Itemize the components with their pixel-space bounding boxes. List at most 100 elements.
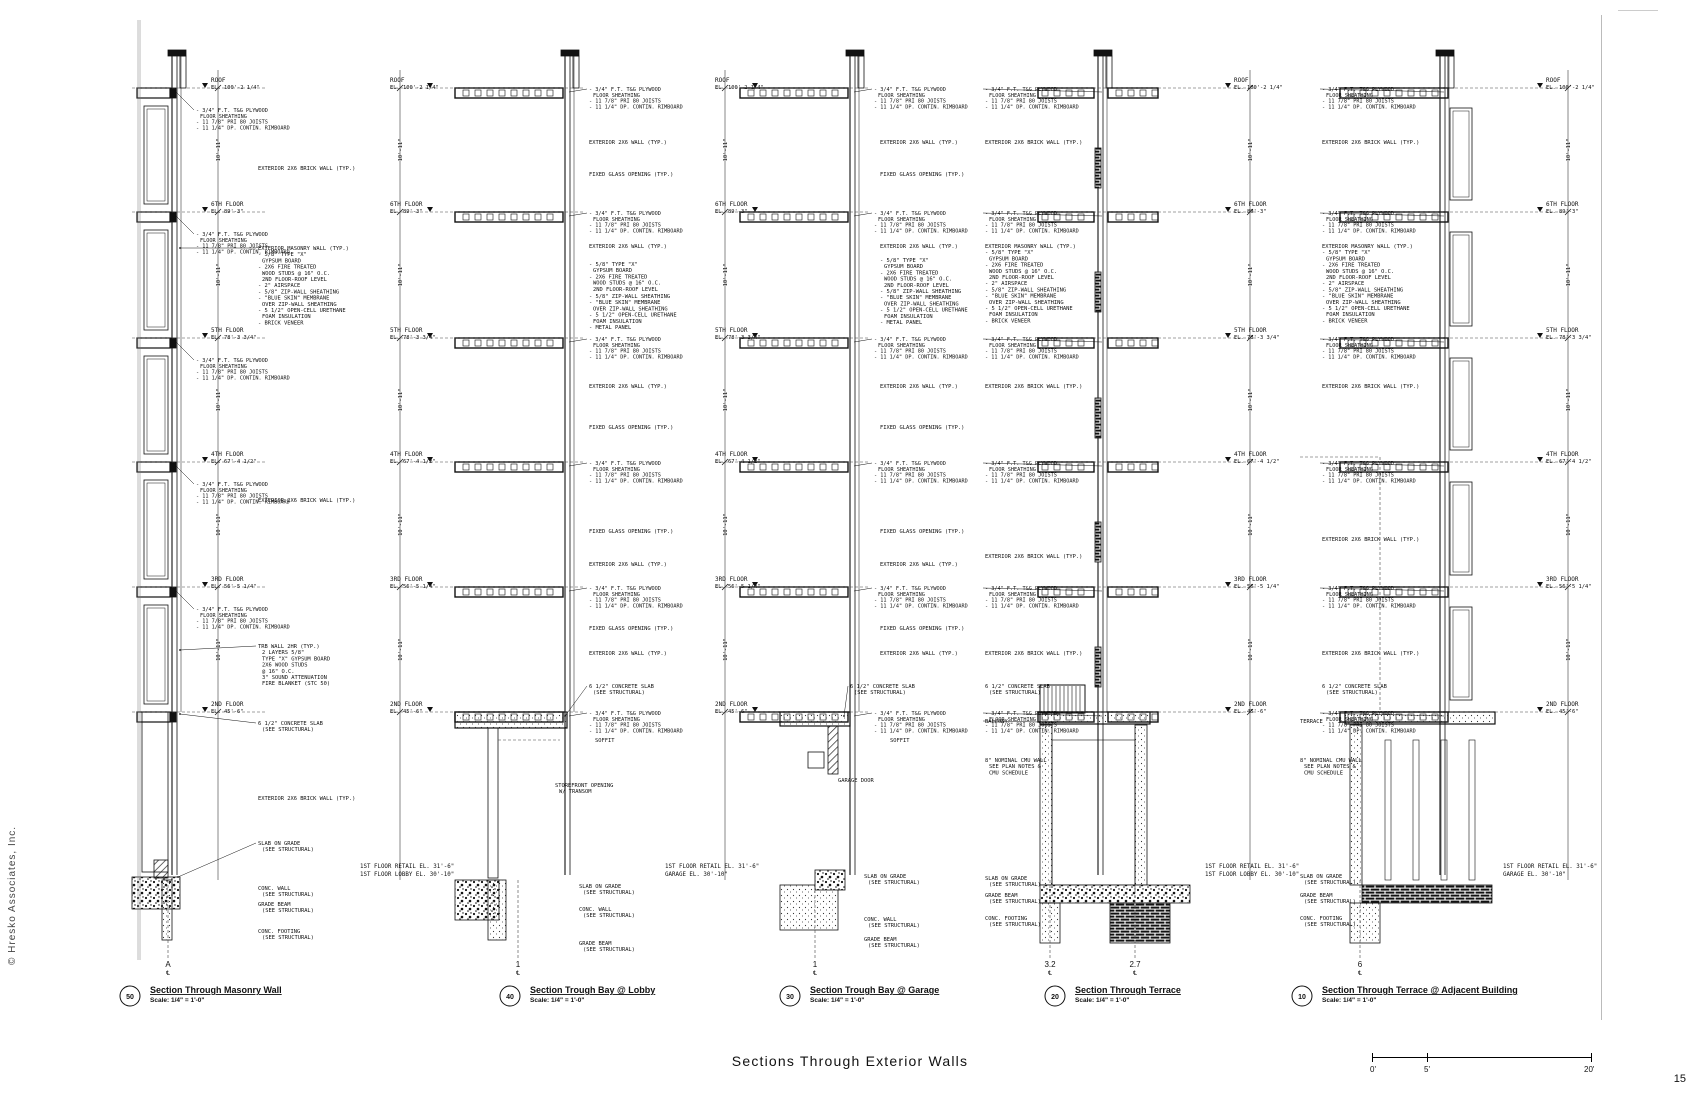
- panel-wall-note: GYPSUM BOARD: [593, 268, 632, 274]
- joist: [771, 713, 779, 721]
- level-marker: [427, 457, 433, 462]
- ext-brick-wall-note: EXTERIOR 2X6 BRICK WALL (TYP.): [1322, 384, 1419, 390]
- window-glass: [146, 607, 166, 702]
- concrete-slab-note: 6 1/2" CONCRETE SLAB: [850, 684, 915, 690]
- dimension-text: 10'-11": [216, 389, 222, 412]
- floor-assembly-note: - 3/4" F.T. T&G PLYWOOD: [1322, 586, 1394, 592]
- scale-bar-tick: [1427, 1053, 1428, 1062]
- floor-assembly-note: - 11 1/4" DP. CONTIN. RIMBOARD: [985, 228, 1079, 234]
- joist: [783, 213, 791, 221]
- joist: [486, 89, 494, 97]
- leader-line: [1319, 587, 1445, 592]
- joist: [1041, 213, 1049, 221]
- level-name: 3RD FLOOR: [715, 576, 748, 583]
- joist: [831, 89, 839, 97]
- joist: [1053, 463, 1061, 471]
- storefront-note: STOREFRONT OPENING: [555, 783, 613, 789]
- dimension-text: 10'-11": [216, 139, 222, 162]
- floor-assembly-note: FLOOR SHEATHING: [878, 717, 925, 723]
- floor-assembly: [136, 586, 171, 598]
- ground-level-label: GARAGE EL. 30'-10": [1503, 872, 1566, 878]
- joist: [783, 588, 791, 596]
- floor-assembly-note: FLOOR SHEATHING: [878, 592, 925, 598]
- dimension-text: 10'-11": [398, 389, 404, 412]
- balcony-note: BALCONY: [985, 719, 1008, 725]
- dimension-text: 10'-11": [723, 513, 729, 536]
- slab-on-grade-note: SLAB ON GRADE: [579, 884, 621, 890]
- level-marker: [202, 333, 208, 338]
- grade-beam-note: GRADE BEAM: [864, 937, 897, 943]
- floor-assembly-note: FLOOR SHEATHING: [878, 343, 925, 349]
- masonry-wall-note: FOAM INSULATION: [989, 312, 1038, 318]
- level-elevation: EL. 56'-5 1/4": [1546, 584, 1591, 590]
- joist: [1395, 339, 1403, 347]
- level-name: ROOF: [1234, 77, 1249, 84]
- level-elevation: EL. 56'-5 1/4": [1234, 584, 1279, 590]
- slab-on-grade-note: SLAB ON GRADE: [258, 841, 300, 847]
- joist: [1419, 588, 1427, 596]
- joist: [498, 463, 506, 471]
- leader-dot: [177, 876, 179, 878]
- floor-assembly-note: - 11 1/4" DP. CONTIN. RIMBOARD: [874, 728, 968, 734]
- panel-wall-note: WOOD STUDS @ 16" O.C.: [884, 277, 952, 283]
- masonry-wall-note: - 5/8" ZIP-WALL SHEATHING: [985, 287, 1066, 293]
- concrete-slab-note: (SEE STRUCTURAL): [989, 690, 1041, 696]
- ground-level-label: 1ST FLOOR LOBBY EL. 30'-10": [1205, 872, 1299, 878]
- floor-assembly-note: - 11 1/4" DP. CONTIN. RIMBOARD: [196, 125, 290, 131]
- joist: [474, 588, 482, 596]
- fixed-glass-note: FIXED GLASS OPENING (TYP.): [589, 626, 673, 632]
- level-name: 4TH FLOOR: [1546, 451, 1579, 458]
- floor-assembly-note: - 11 7/8" PRI 80 JOISTS: [874, 223, 946, 229]
- rimboard: [169, 337, 177, 349]
- joist: [759, 89, 767, 97]
- joist: [1395, 463, 1403, 471]
- ground-level-label: 1ST FLOOR RETAIL EL. 31'-6": [665, 864, 759, 870]
- masonry-wall-note: OVER ZIP-WALL SHEATHING: [989, 300, 1064, 306]
- joist: [1407, 588, 1415, 596]
- joist: [747, 588, 755, 596]
- floor-assembly-note: FLOOR SHEATHING: [878, 467, 925, 473]
- floor-assembly-note: - 11 7/8" PRI 80 JOISTS: [589, 349, 661, 355]
- leader-line: [177, 842, 257, 878]
- floor-assembly-note: FLOOR SHEATHING: [593, 592, 640, 598]
- cmu-wall-note: CMU SCHEDULE: [1304, 770, 1343, 776]
- ext-wall-note: EXTERIOR 2X6 WALL (TYP.): [880, 562, 958, 568]
- floor-assembly-note: - 11 1/4" DP. CONTIN. RIMBOARD: [1322, 228, 1416, 234]
- floor-assembly: [454, 461, 564, 473]
- level-name: 4TH FLOOR: [211, 451, 244, 458]
- demising-wall-note: @ 16" O.C.: [262, 669, 294, 675]
- centerline-symbol: ℄: [165, 970, 170, 977]
- level-marker: [752, 707, 758, 712]
- joist: [474, 339, 482, 347]
- leader-line: [853, 212, 873, 217]
- demising-wall-note: 3" SOUND ATTENUATION: [262, 675, 327, 681]
- joist: [522, 339, 530, 347]
- joist: [819, 339, 827, 347]
- joist: [1371, 463, 1379, 471]
- joist: [1077, 89, 1085, 97]
- level-marker: [1537, 582, 1543, 587]
- masonry-wall-note: - BRICK VENEER: [985, 318, 1031, 324]
- floor-assembly: [1107, 586, 1159, 598]
- level-name: 5TH FLOOR: [1234, 327, 1267, 334]
- joist: [1395, 89, 1403, 97]
- floor-assembly: [454, 211, 564, 223]
- floor-assembly-note: - 3/4" F.T. T&G PLYWOOD: [196, 482, 268, 488]
- floor-assembly-note: - 3/4" F.T. T&G PLYWOOD: [1322, 211, 1394, 217]
- masonry-wall-note: WOOD STUDS @ 16" O.C.: [262, 271, 330, 277]
- scale-bar-tick: [1591, 1053, 1592, 1062]
- level-name: 5TH FLOOR: [211, 327, 244, 334]
- floor-assembly: [739, 337, 849, 349]
- window-frame: [143, 105, 169, 205]
- level-marker: [1225, 457, 1231, 462]
- floor-assembly-note: - 11 1/4" DP. CONTIN. RIMBOARD: [589, 104, 683, 110]
- level-name: 2ND FLOOR: [1234, 701, 1267, 708]
- level-marker: [752, 457, 758, 462]
- centerline-symbol: ℄: [1357, 970, 1362, 977]
- joist: [1139, 588, 1147, 596]
- joist: [747, 89, 755, 97]
- joist: [1431, 588, 1439, 596]
- joist: [819, 89, 827, 97]
